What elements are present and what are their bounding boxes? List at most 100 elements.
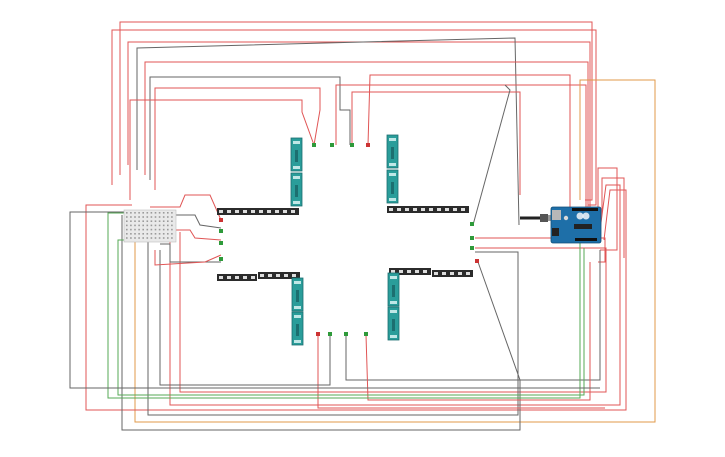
pin-10[interactable] (470, 236, 474, 240)
wire-grey-2[interactable] (149, 76, 351, 180)
breadboard-hole (158, 212, 161, 214)
wire-red-8[interactable] (367, 74, 571, 210)
breadboard-hole (162, 228, 165, 231)
pin-5[interactable] (219, 218, 223, 222)
display-module-4[interactable] (386, 169, 399, 204)
breadboard-hole (162, 220, 165, 222)
wire-grey-7[interactable] (345, 250, 601, 381)
display-module-6[interactable] (291, 311, 304, 346)
wire-red-20[interactable] (154, 250, 222, 266)
wire-red-2[interactable] (111, 29, 597, 206)
module-header (390, 310, 397, 313)
digital-header (572, 208, 598, 211)
pin-3[interactable] (350, 143, 354, 147)
module-header (294, 281, 301, 284)
breadboard-hole (150, 233, 153, 235)
breadboard-hole (130, 224, 132, 227)
led-pixel (466, 272, 470, 275)
breadboard-hole (142, 212, 144, 214)
breadboard-hole (138, 228, 140, 231)
breadboard-hole (167, 237, 169, 239)
wire-red-17[interactable] (365, 262, 591, 401)
pin-8[interactable] (219, 257, 223, 261)
module-header (390, 335, 397, 338)
pin-11[interactable] (470, 246, 474, 250)
breadboard-hole (171, 212, 173, 214)
wire-red-16[interactable] (317, 335, 605, 409)
wire-grey-3[interactable] (472, 84, 511, 226)
wire-red-1[interactable] (119, 21, 593, 201)
breadboard[interactable] (123, 209, 177, 243)
wire-red-4[interactable] (144, 61, 589, 215)
breadboard-hole (167, 233, 169, 235)
pin-2[interactable] (330, 143, 334, 147)
wire-grey-5[interactable] (147, 240, 519, 416)
display-module-7[interactable] (387, 272, 400, 307)
breadboard-hole (171, 224, 173, 227)
module-chip (392, 285, 395, 297)
led-strip-top-right[interactable] (387, 206, 469, 213)
wire-grey-1[interactable] (136, 37, 520, 226)
wire-red-3[interactable] (127, 41, 591, 210)
wire-red-18[interactable] (150, 194, 222, 221)
display-module-1[interactable] (290, 137, 303, 172)
display-module-3[interactable] (386, 134, 399, 169)
wire-red-9[interactable] (351, 91, 521, 195)
module-chip (295, 185, 298, 197)
wire-red-14[interactable] (475, 237, 606, 263)
wire-red-7[interactable] (335, 84, 587, 210)
usb-cable[interactable] (520, 214, 554, 222)
led-strip-bottom-left-b[interactable] (258, 272, 300, 279)
wire-grey-8[interactable] (69, 211, 600, 389)
wire-red-13[interactable] (85, 189, 627, 411)
breadboard-hole (130, 237, 132, 239)
arduino-board[interactable] (550, 206, 602, 244)
led-strip-bottom-right-b[interactable] (432, 270, 473, 277)
pin-7[interactable] (219, 241, 223, 245)
pin-16[interactable] (364, 332, 368, 336)
pin-14[interactable] (328, 332, 332, 336)
breadboard-hole (130, 220, 132, 222)
display-module-2[interactable] (290, 172, 303, 207)
reset-button-icon (563, 215, 569, 221)
led-strip-top-left[interactable] (217, 208, 299, 215)
wire-red-6[interactable] (129, 99, 315, 200)
display-module-8[interactable] (387, 306, 400, 341)
pin-6[interactable] (219, 229, 223, 233)
led-strip-bottom-right-a[interactable] (389, 268, 431, 275)
wire-red-10[interactable] (597, 167, 618, 251)
wire-red-11[interactable] (601, 177, 625, 258)
led-pixel (251, 210, 255, 213)
wire-red-15[interactable] (179, 232, 607, 393)
led-pixel (453, 208, 457, 211)
pin-1[interactable] (312, 143, 316, 147)
module-chip (391, 147, 394, 159)
wire-red-5[interactable] (154, 87, 321, 190)
led-pixel (219, 276, 223, 279)
pin-13[interactable] (316, 332, 320, 336)
led-pixel (243, 276, 247, 279)
breadboard-hole (167, 220, 169, 222)
wire-red-19[interactable] (165, 229, 222, 241)
wire-red-12[interactable] (169, 184, 621, 406)
pin-9[interactable] (470, 222, 474, 226)
wire-orange-1[interactable] (134, 79, 656, 423)
breadboard-hole (158, 233, 161, 235)
led-strip-bottom-left-a[interactable] (217, 274, 257, 281)
wire-green-2[interactable] (117, 239, 585, 396)
breadboard-hole (150, 216, 153, 218)
pin-12[interactable] (475, 259, 479, 263)
wire-grey-6[interactable] (159, 250, 331, 386)
wire-grey-10[interactable] (160, 243, 221, 263)
module-header (294, 340, 301, 343)
wire-green-1[interactable] (107, 212, 581, 399)
led-pixel (429, 208, 433, 211)
wire-grey-9[interactable] (165, 214, 222, 229)
pin-15[interactable] (344, 332, 348, 336)
pin-4[interactable] (366, 143, 370, 147)
breadboard-hole (167, 216, 169, 218)
wire-grey-4[interactable] (121, 215, 521, 431)
display-module-5[interactable] (291, 277, 304, 312)
